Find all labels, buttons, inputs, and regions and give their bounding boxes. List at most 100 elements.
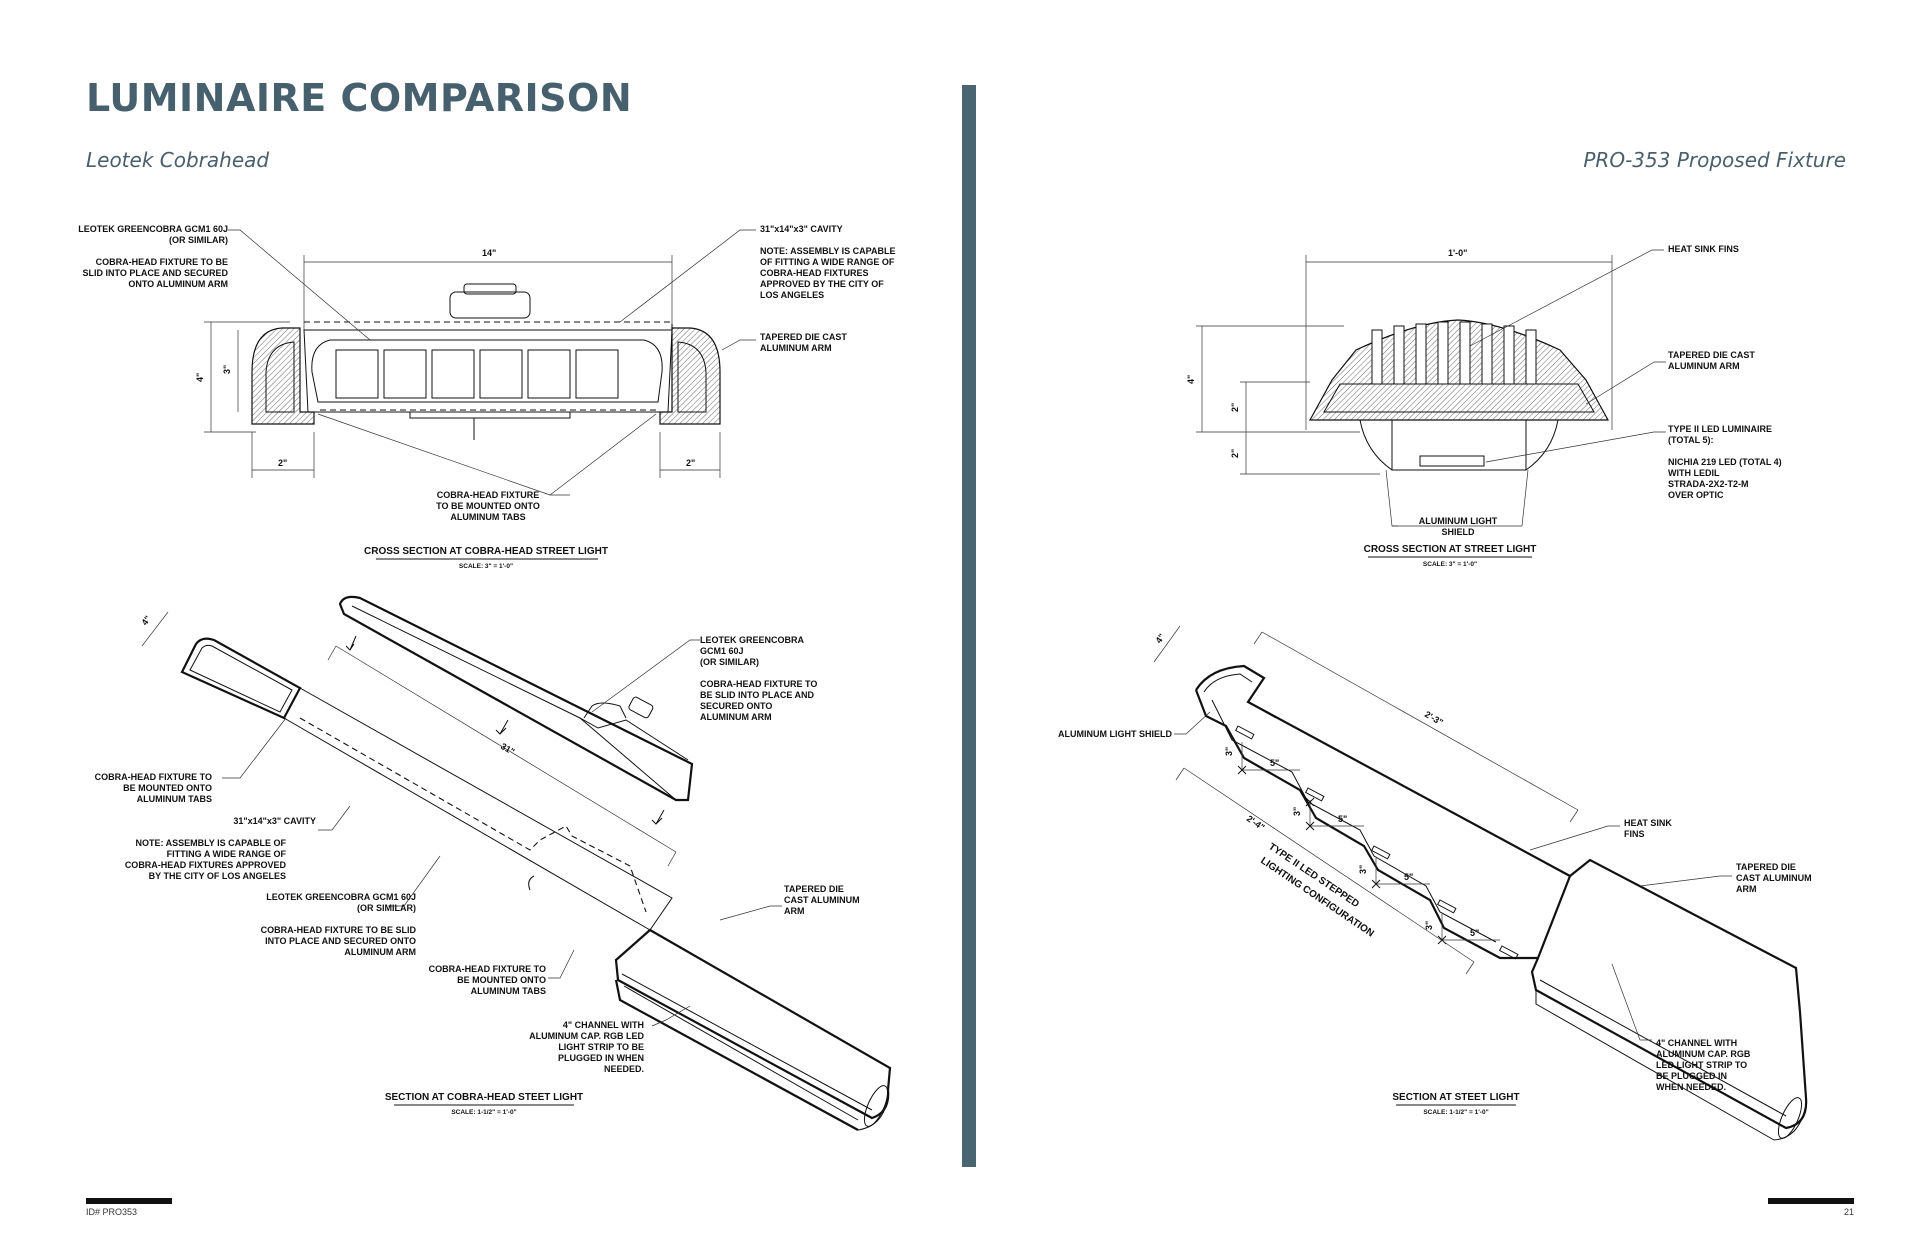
- ls-mount2-l3: ALUMINUM TABS: [471, 986, 546, 996]
- rs-chan-l1: 4" CHANNEL WITH: [1656, 1038, 1737, 1048]
- rs-arm-l3: ARM: [1736, 884, 1757, 894]
- ls-caption: SECTION AT COBRA-HEAD STEET LIGHT: [385, 1092, 583, 1103]
- rs-arm-l2: CAST ALUMINUM: [1736, 873, 1812, 883]
- ls-chan-l1: 4" CHANNEL WITH: [563, 1020, 644, 1030]
- ls-model-l2: (OR SIMILAR): [357, 903, 416, 913]
- ls-arm-l2: CAST ALUMINUM: [784, 895, 860, 905]
- rs-arm-l1: TAPERED DIE: [1736, 862, 1796, 872]
- rcs-caption: CROSS SECTION AT STREET LIGHT: [1364, 544, 1537, 555]
- rs-step3-b: 3": [1292, 807, 1302, 816]
- ls-leotek-l2: GCM1 60J: [700, 646, 744, 656]
- rcs-shield-l1: ALUMINUM LIGHT: [1419, 516, 1498, 526]
- ls-slid-l3: SECURED ONTO: [700, 701, 772, 711]
- ls-slid-l1: COBRA-HEAD FIXTURE TO: [700, 679, 817, 689]
- rs-dim-4: 4": [1153, 632, 1167, 645]
- rs-chan-l3: LED LIGHT STRIP TO: [1656, 1060, 1747, 1070]
- ls-mount2-l2: BE MOUNTED ONTO: [457, 975, 546, 985]
- dim-2-right: 2": [686, 458, 695, 468]
- rs-chan-l2: ALUMINUM CAP. RGB: [1656, 1049, 1751, 1059]
- lcs-cavity: 31"x14"x3" CAVITY: [760, 224, 843, 234]
- footer-id: ID# PRO353: [86, 1207, 138, 1217]
- footer-bar-right: [1768, 1198, 1854, 1204]
- lcs-arm-l2: ALUMINUM ARM: [760, 343, 832, 353]
- center-divider: [962, 85, 976, 1167]
- right-subtitle: PRO-353 Proposed Fixture: [1583, 148, 1846, 172]
- right-cross-section-drawing: 1'-0" 4" 2" 2": [1186, 248, 1666, 527]
- rcs-nichia-l4: OVER OPTIC: [1668, 490, 1724, 500]
- dim-4: 4": [195, 373, 205, 382]
- rs-shield: ALUMINUM LIGHT SHIELD: [1058, 729, 1172, 739]
- lcs-slid-l2: SLID INTO PLACE AND SECURED: [82, 268, 228, 278]
- ls-model-l1: LEOTEK GREENCOBRA GCM1 60J: [266, 892, 416, 902]
- lcs-note-l4: APPROVED BY THE CITY OF: [760, 279, 884, 289]
- lcs-arm-l1: TAPERED DIE CAST: [760, 332, 847, 342]
- ls-leotek-l3: (OR SIMILAR): [700, 657, 759, 667]
- lcs-note-l3: COBRA-HEAD FIXTURES: [760, 268, 869, 278]
- rs-fins-l1: HEAT SINK: [1624, 818, 1672, 828]
- lcs-note-l2: OF FITTING A WIDE RANGE OF: [760, 257, 895, 267]
- left-cross-section-drawing: 14" 4" 3" 2": [195, 229, 756, 496]
- ls-mount2-l1: COBRA-HEAD FIXTURE TO: [429, 964, 546, 974]
- lcs-scale: SCALE: 3" = 1'-0": [459, 563, 513, 570]
- ls-chan-l4: PLUGGED IN WHEN: [558, 1053, 644, 1063]
- dim-2-left: 2": [278, 458, 287, 468]
- ls-note-l4: BY THE CITY OF LOS ANGELES: [149, 871, 286, 881]
- rcs-dim-2a: 2": [1230, 403, 1240, 412]
- left-subtitle: Leotek Cobrahead: [86, 148, 270, 172]
- rs-step3-c: 3": [1358, 865, 1368, 874]
- ls-note-l3: COBRA-HEAD FIXTURES APPROVED: [125, 860, 287, 870]
- rs-step3-a: 3": [1224, 747, 1234, 756]
- ls-cavity: 31"x14"x3" CAVITY: [233, 816, 316, 826]
- rcs-nichia-l3: STRADA-2X2-T2-M: [1668, 479, 1749, 489]
- rs-chan-l5: WHEN NEEDED.: [1656, 1082, 1726, 1092]
- lcs-mount-l1: COBRA-HEAD FIXTURE: [437, 490, 540, 500]
- ls-slid-l2: BE SLID INTO PLACE AND: [700, 690, 815, 700]
- lcs-note-l1: NOTE: ASSEMBLY IS CAPABLE: [760, 246, 896, 256]
- ls-mount-l1: COBRA-HEAD FIXTURE TO: [95, 772, 212, 782]
- ls-note-l2: FITTING A WIDE RANGE OF: [167, 849, 287, 859]
- footer-bar-left: [86, 1198, 172, 1204]
- ls-dim-31: 31": [499, 741, 516, 757]
- rcs-dim-2b: 2": [1230, 449, 1240, 458]
- lcs-slid-l3: ONTO ALUMINUM ARM: [128, 279, 228, 289]
- ls-scale: SCALE: 1-1/2" = 1'-0": [451, 1109, 516, 1116]
- rcs-led-l2: (TOTAL 5):: [1668, 435, 1714, 445]
- ls-chan-l3: LIGHT STRIP TO BE: [558, 1042, 644, 1052]
- rs-caption: SECTION AT STEET LIGHT: [1392, 1092, 1519, 1103]
- rcs-nichia-l1: NICHIA 219 LED (TOTAL 4): [1668, 457, 1782, 467]
- ls-slid2-l3: ALUMINUM ARM: [344, 947, 416, 957]
- rcs-dim-1ft: 1'-0": [1448, 248, 1467, 258]
- rcs-arm-l1: TAPERED DIE CAST: [1668, 350, 1755, 360]
- ls-note-l1: NOTE: ASSEMBLY IS CAPABLE OF: [135, 838, 286, 848]
- rcs-shield-l2: SHIELD: [1441, 527, 1475, 537]
- rs-step5-a: 5": [1270, 758, 1279, 768]
- rs-fins-l2: FINS: [1624, 829, 1645, 839]
- ls-dim-4: 4": [139, 614, 153, 627]
- ls-slid2-l1: COBRA-HEAD FIXTURE TO BE SLID: [261, 925, 417, 935]
- lcs-slid-l1: COBRA-HEAD FIXTURE TO BE: [96, 257, 228, 267]
- ls-mount-l3: ALUMINUM TABS: [137, 794, 212, 804]
- rs-step3-d: 3": [1424, 921, 1434, 930]
- rs-scale: SCALE: 1-1/2" = 1'-0": [1423, 1109, 1488, 1116]
- rs-step5-d: 5": [1470, 928, 1479, 938]
- lcs-leotek-l1: LEOTEK GREENCOBRA GCM1 60J: [78, 224, 228, 234]
- ls-chan-l2: ALUMINUM CAP. RGB LED: [529, 1031, 644, 1041]
- page-number: 21: [1844, 1207, 1855, 1217]
- ls-slid-l4: ALUMINUM ARM: [700, 712, 772, 722]
- rs-chan-l4: BE PLUGGED IN: [1656, 1071, 1727, 1081]
- lcs-mount-l3: ALUMINUM TABS: [450, 512, 525, 522]
- rs-step5-c: 5": [1404, 872, 1413, 882]
- lcs-caption: CROSS SECTION AT COBRA-HEAD STREET LIGHT: [364, 546, 608, 557]
- rcs-fins: HEAT SINK FINS: [1668, 244, 1739, 254]
- lcs-note-l5: LOS ANGELES: [760, 290, 824, 300]
- rcs-scale: SCALE: 3" = 1'-0": [1423, 561, 1477, 568]
- rcs-led-l1: TYPE II LED LUMINAIRE: [1668, 424, 1772, 434]
- lcs-leotek-l2: (OR SIMILAR): [169, 235, 228, 245]
- ls-chan-l5: NEEDED.: [604, 1064, 644, 1074]
- ls-slid2-l2: INTO PLACE AND SECURED ONTO: [265, 936, 416, 946]
- rcs-nichia-l2: WITH LEDIL: [1668, 468, 1720, 478]
- ls-mount-l2: BE MOUNTED ONTO: [123, 783, 212, 793]
- ls-arm-l1: TAPERED DIE: [784, 884, 844, 894]
- rcs-arm-l2: ALUMINUM ARM: [1668, 361, 1740, 371]
